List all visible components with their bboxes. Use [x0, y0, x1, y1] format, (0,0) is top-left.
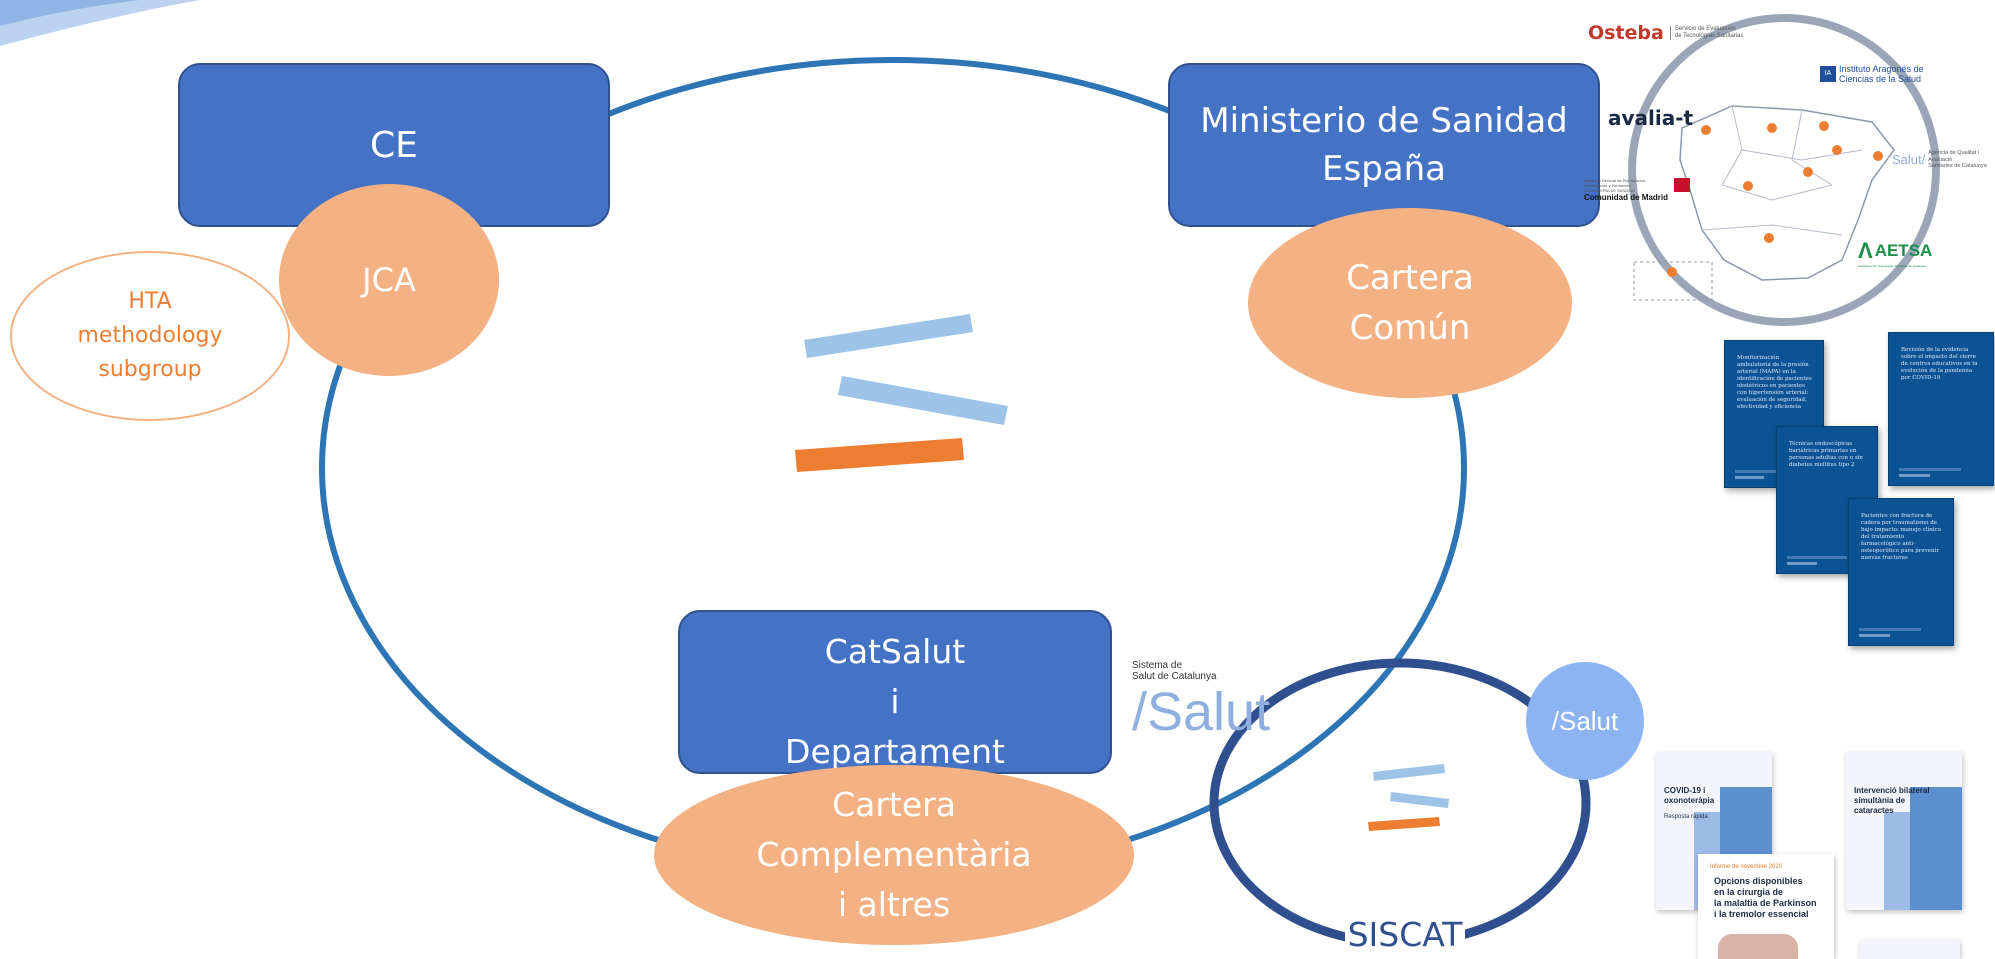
jca-label: JCA	[362, 261, 416, 299]
osteba-wordmark: Osteba	[1588, 22, 1664, 44]
madrid-flag-icon	[1674, 178, 1690, 192]
aquas-logo: Salut/ Agència de Qualitat i Avaluació S…	[1892, 150, 1992, 170]
iacs-name: Instituto Aragonés de Ciencias de la Sal…	[1839, 64, 1924, 84]
cartera-complementaria-label: Cartera Complementària i altres	[756, 785, 1032, 924]
cat-report-title: Intervenció bilateral simultània de cata…	[1854, 786, 1930, 815]
ce-label: CE	[370, 124, 418, 166]
hta-subgroup-label: HTA methodology subgroup	[77, 289, 223, 382]
agencies-map-ring	[1628, 14, 1940, 326]
salut-stripes-logo	[795, 314, 1008, 472]
cat-report-photo	[1718, 934, 1798, 959]
madrid-logo: Dirección General de Planificación, Inve…	[1584, 178, 1694, 202]
corner-swoosh-decoration	[0, 0, 200, 46]
ministerio-box: Ministerio de Sanidad España	[1168, 63, 1600, 227]
osteba-subtitle: Servicio de Evaluación de Tecnologías Sa…	[1669, 26, 1743, 40]
cat-report-cover-4	[1860, 940, 1960, 959]
aquas-brand: Salut/	[1892, 152, 1926, 168]
cat-report-cover-2: Intervenció bilateral simultània de cata…	[1846, 752, 1962, 910]
report-title: Monitorización ambulatoria de la presión…	[1737, 355, 1812, 410]
hta-subgroup-oval: HTA methodology subgroup	[10, 251, 290, 421]
aetsa-wordmark: AETSA	[1874, 241, 1933, 260]
cat-report-cover-3: Informe de novembre 2020 Opcions disponi…	[1698, 854, 1834, 959]
salut-logo-line2: Salut de Catalunya	[1132, 671, 1217, 682]
cat-report-subtitle: Resposta ràpida	[1664, 814, 1708, 820]
aetsa-icon: Λ	[1858, 238, 1873, 263]
cartera-complementaria-oval: Cartera Complementària i altres	[654, 765, 1134, 945]
jca-oval: JCA	[279, 184, 499, 376]
catsalut-label: CatSalut i Departament	[785, 632, 1005, 771]
salut-circle-label: /Salut	[1551, 705, 1619, 736]
catsalut-box: CatSalut i Departament	[678, 610, 1112, 774]
siscat-stripes-logo	[1368, 764, 1449, 831]
salut-circle-badge: /Salut	[1526, 662, 1644, 780]
report-cover-4: Pacientes con fractura de cadera por tra…	[1848, 498, 1954, 646]
agencies-map-panel: Osteba Servicio de Evaluación de Tecnolo…	[1572, 10, 1992, 326]
siscat-label: SISCAT	[1345, 915, 1465, 954]
cat-report-title: Opcions disponibles en la cirurgia de la…	[1714, 876, 1817, 919]
ministerio-label: Ministerio de Sanidad España	[1200, 101, 1568, 189]
madrid-name: Comunidad de Madrid	[1584, 193, 1668, 202]
report-cover-2: Revisión de la evidencia sobre el impact…	[1888, 332, 1994, 486]
salut-catalunya-logo: Sistema de Salut de Catalunya /Salut	[1132, 660, 1302, 750]
aetsa-subtitle: Evaluación de Tecnologías Sanitarias de …	[1858, 264, 1926, 268]
avalia-logo: avalia-t	[1608, 106, 1694, 130]
osteba-logo: Osteba Servicio de Evaluación de Tecnolo…	[1588, 22, 1743, 44]
salut-logo-wordmark: /Salut	[1132, 682, 1271, 742]
report-title: Revisión de la evidencia sobre el impact…	[1901, 347, 1978, 381]
madrid-small-text: Dirección General de Planificación, Inve…	[1584, 178, 1647, 193]
salut-logo-line1: Sistema de	[1132, 660, 1183, 671]
report-title: Pacientes con fractura de cadera por tra…	[1861, 513, 1941, 561]
aquas-name: Agència de Qualitat i Avaluació Sanitàri…	[1928, 150, 1987, 169]
cat-report-kicker: Informe de novembre 2020	[1710, 864, 1783, 870]
cartera-comun-oval: Cartera Común	[1248, 208, 1572, 398]
aetsa-logo: Λ AETSA Evaluación de Tecnologías Sanita…	[1858, 238, 1932, 268]
iacs-icon: IA	[1820, 66, 1836, 82]
cartera-comun-label: Cartera Común	[1346, 258, 1474, 348]
iacs-logo: IA Instituto Aragonés de Ciencias de la …	[1820, 64, 1924, 84]
cat-report-title: COVID-19 i oxonoteràpia	[1664, 786, 1715, 805]
report-title: Técnicas endoscópicas bariátricas primar…	[1789, 441, 1863, 468]
